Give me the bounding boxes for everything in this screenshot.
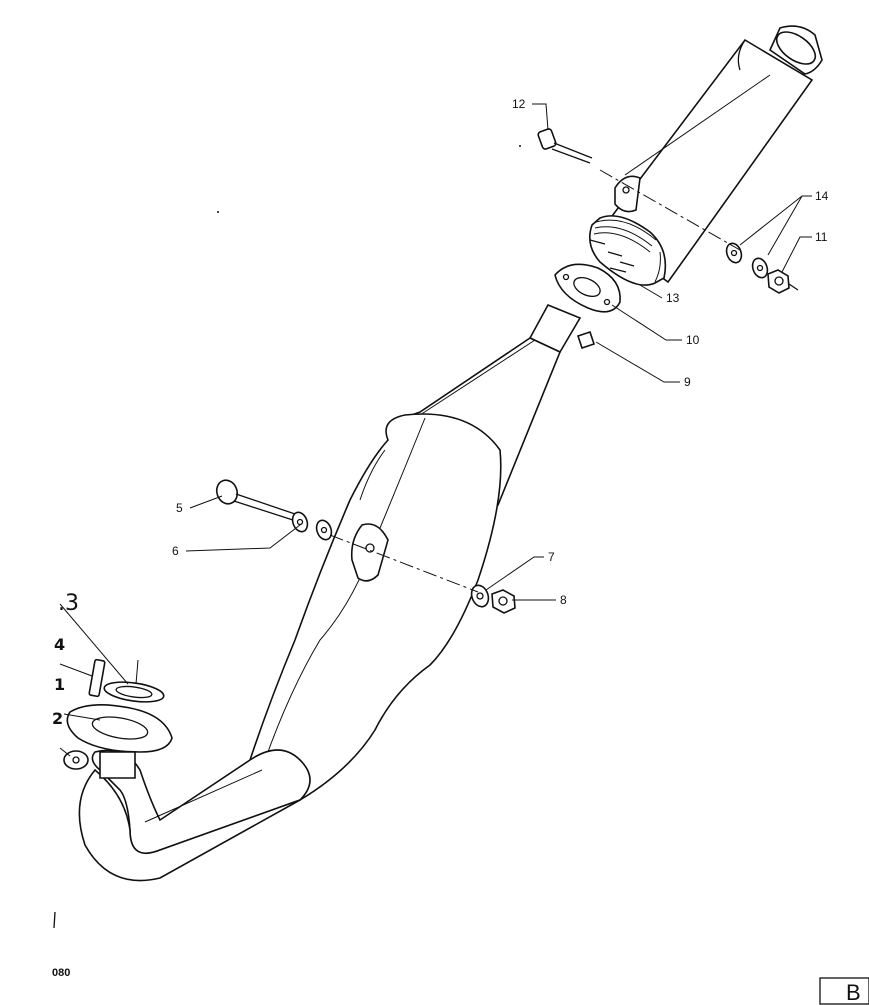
stray-dot: [217, 211, 219, 213]
handwritten-4: 4: [54, 635, 65, 654]
washers-6: [291, 511, 333, 541]
callout-9: 9: [684, 375, 691, 389]
page-box: [819, 977, 869, 1005]
washers-14: [725, 242, 769, 279]
page-box-label: B: [846, 980, 861, 1005]
centerline-upper: [599, 169, 741, 251]
stray-mark: [53, 911, 56, 929]
bolt-5: [215, 479, 299, 522]
handwritten-3: .3: [58, 591, 79, 616]
callout-12: 12: [512, 97, 526, 111]
bolt-12: [537, 128, 593, 164]
callout-10: 10: [686, 333, 700, 347]
muffler: [589, 25, 823, 286]
expansion-chamber: [66, 303, 582, 882]
stray-dot: [519, 145, 521, 147]
clip-9: [576, 330, 596, 350]
handwritten-1: 1: [54, 675, 65, 694]
nut-11: [767, 269, 799, 294]
leader-lines: [59, 103, 812, 757]
gasket-10: [554, 263, 621, 313]
gasket-3: [103, 681, 165, 703]
centerline-lower: [329, 534, 479, 593]
callout-5: 5: [176, 501, 183, 515]
stud-4: [88, 658, 106, 698]
callout-14: 14: [815, 189, 829, 203]
callout-11: 11: [815, 230, 828, 244]
handwritten-2: 2: [52, 709, 63, 728]
callout-13: 13: [666, 291, 680, 305]
nut-8: [491, 589, 516, 614]
callout-8: 8: [560, 593, 567, 607]
callout-6: 6: [172, 544, 179, 558]
drawing-code: 080: [52, 967, 70, 979]
callout-7: 7: [548, 550, 555, 564]
